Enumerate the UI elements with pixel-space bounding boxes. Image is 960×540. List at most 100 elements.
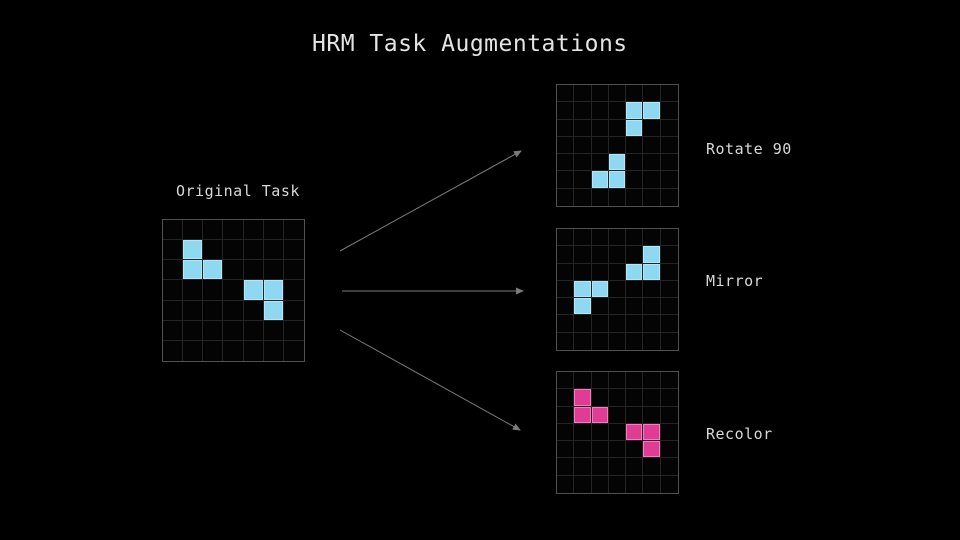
grid-cell xyxy=(643,458,661,476)
grid-cell xyxy=(574,389,592,407)
grid-cell xyxy=(660,171,678,189)
grid-cell xyxy=(591,246,609,264)
grid-cell xyxy=(263,260,284,281)
grid-cell xyxy=(608,372,627,390)
grid-cell xyxy=(609,188,627,206)
grid-cell xyxy=(574,332,592,350)
grid-cell xyxy=(626,298,644,316)
grid-cell xyxy=(643,423,661,442)
grid-cell xyxy=(608,423,627,442)
grid-cell xyxy=(574,315,592,333)
grid-cell xyxy=(557,229,575,247)
grid-cell xyxy=(608,263,627,281)
grid-cell xyxy=(557,154,575,172)
grid-cell xyxy=(263,240,284,261)
grid-cell xyxy=(574,188,592,206)
grid-cell xyxy=(660,458,678,476)
grid-cell xyxy=(626,188,644,206)
grid-cell xyxy=(283,280,304,301)
grid-cell xyxy=(557,406,575,424)
grid-cell xyxy=(626,475,644,493)
grid-cell xyxy=(660,389,678,407)
grid-cell xyxy=(626,423,644,442)
grid-cell xyxy=(643,441,661,459)
grid-cell xyxy=(557,372,575,390)
grid-cell xyxy=(591,171,609,189)
grid-cell xyxy=(223,320,244,341)
grid-cell xyxy=(557,332,575,350)
grid-cell xyxy=(643,171,661,189)
grid-cell xyxy=(608,85,627,103)
grid-cell xyxy=(660,441,678,459)
grid-cell xyxy=(557,102,575,120)
grid-cell xyxy=(661,189,678,206)
grid-cell xyxy=(284,341,304,361)
grid-cell xyxy=(244,340,264,361)
grid-cell xyxy=(661,476,678,493)
grid-cell xyxy=(643,154,661,172)
grid-cell xyxy=(643,229,661,247)
grid-cell xyxy=(626,102,644,120)
grid-cell xyxy=(591,263,609,281)
grid-cell xyxy=(591,315,609,333)
grid-cell xyxy=(608,171,627,189)
grid-cell xyxy=(557,280,575,299)
grid-cell xyxy=(626,229,644,247)
grid-cell xyxy=(626,280,644,299)
grid-cell xyxy=(626,171,644,189)
grid-cell xyxy=(574,119,592,137)
grid-cell xyxy=(608,280,627,299)
grid-cell xyxy=(223,340,244,361)
grid-cell xyxy=(608,154,627,172)
arrow-line xyxy=(339,329,521,431)
grid-cell xyxy=(608,246,627,264)
grid-cell xyxy=(203,300,224,321)
rotate-90-grid xyxy=(556,84,679,207)
rotate-90-label: Rotate 90 xyxy=(706,140,792,158)
grid-cell xyxy=(203,220,224,241)
grid-cell xyxy=(183,280,204,301)
grid-cell xyxy=(574,229,592,247)
grid-cell xyxy=(557,315,575,333)
grid-cell xyxy=(574,246,592,264)
grid-cell xyxy=(574,102,592,120)
grid-cell xyxy=(643,406,661,424)
grid-cell xyxy=(660,372,678,390)
grid-cell xyxy=(557,119,575,137)
grid-cell xyxy=(591,154,609,172)
grid-cell xyxy=(626,263,644,281)
grid-cell xyxy=(591,136,609,155)
mirror-label: Mirror xyxy=(706,272,764,290)
grid-cell xyxy=(203,240,224,261)
grid-cell xyxy=(660,137,678,155)
grid-cell xyxy=(163,220,184,241)
grid-cell xyxy=(591,406,609,424)
grid-cell xyxy=(283,321,304,341)
grid-cell xyxy=(574,85,592,103)
grid-cell xyxy=(557,263,575,281)
grid-cell xyxy=(557,85,575,103)
grid-cell xyxy=(183,320,204,341)
grid-cell xyxy=(183,340,204,361)
grid-cell xyxy=(163,300,184,321)
grid-cell xyxy=(183,240,204,261)
grid-cell xyxy=(643,188,661,206)
grid-cell xyxy=(660,85,678,103)
grid-cell xyxy=(557,389,575,407)
grid-cell xyxy=(660,281,678,299)
grid-cell xyxy=(643,475,661,493)
grid-cell xyxy=(557,188,575,206)
grid-cell xyxy=(243,220,264,241)
recolor-label: Recolor xyxy=(706,425,773,443)
grid-cell xyxy=(626,406,644,424)
grid-cell xyxy=(574,263,592,281)
grid-cell xyxy=(626,85,644,103)
grid-cell xyxy=(223,300,244,321)
grid-cell xyxy=(626,389,644,407)
grid-cell xyxy=(574,458,592,476)
grid-cell xyxy=(608,102,627,120)
grid-cell xyxy=(283,240,304,261)
grid-cell xyxy=(643,263,661,281)
grid-cell xyxy=(283,301,304,321)
